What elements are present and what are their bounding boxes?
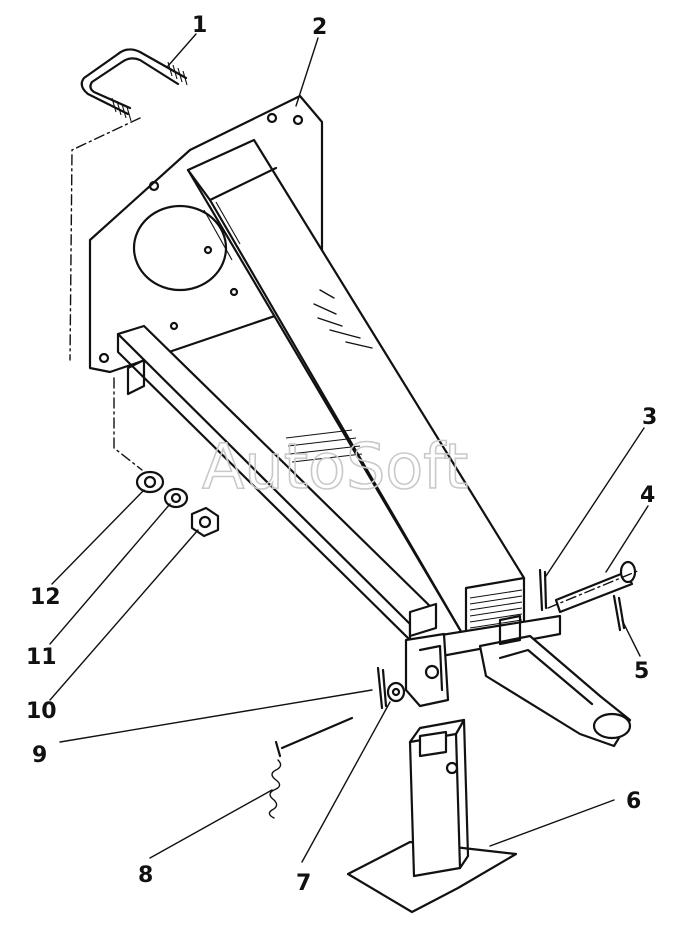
plate-bore-hole — [132, 204, 228, 292]
lower-beam — [116, 324, 438, 642]
cotter-pin-3 — [538, 568, 548, 612]
pin-with-chain — [268, 716, 354, 819]
callout-9: 9 — [32, 743, 47, 768]
callout-11: 11 — [26, 645, 57, 670]
u-bolt — [80, 48, 188, 122]
callout-5: 5 — [634, 659, 649, 684]
lock-washer-11 — [163, 487, 189, 509]
callouts: 1 2 3 4 5 6 7 8 9 10 11 12 — [26, 13, 657, 896]
callout-8: 8 — [138, 863, 153, 888]
hinge-bracket — [404, 632, 450, 708]
cotter-pin-5 — [612, 594, 626, 632]
callout-4: 4 — [640, 483, 655, 508]
nut-10 — [190, 506, 220, 538]
leader-lines — [49, 33, 649, 863]
support-stand — [346, 718, 518, 914]
drawbar-eye — [592, 712, 632, 740]
drawbar — [408, 614, 632, 748]
callout-3: 3 — [642, 405, 657, 430]
watermark: AutoSoft — [202, 430, 468, 503]
hitch-pin — [547, 560, 641, 614]
split-pin-9 — [376, 666, 388, 710]
callout-10: 10 — [26, 699, 57, 724]
washer-7 — [386, 681, 406, 703]
callout-7: 7 — [296, 871, 311, 896]
callout-12: 12 — [30, 585, 61, 610]
washer-12 — [135, 470, 165, 494]
callout-1: 1 — [192, 13, 207, 38]
callout-6: 6 — [626, 789, 641, 814]
callout-2: 2 — [312, 15, 327, 40]
